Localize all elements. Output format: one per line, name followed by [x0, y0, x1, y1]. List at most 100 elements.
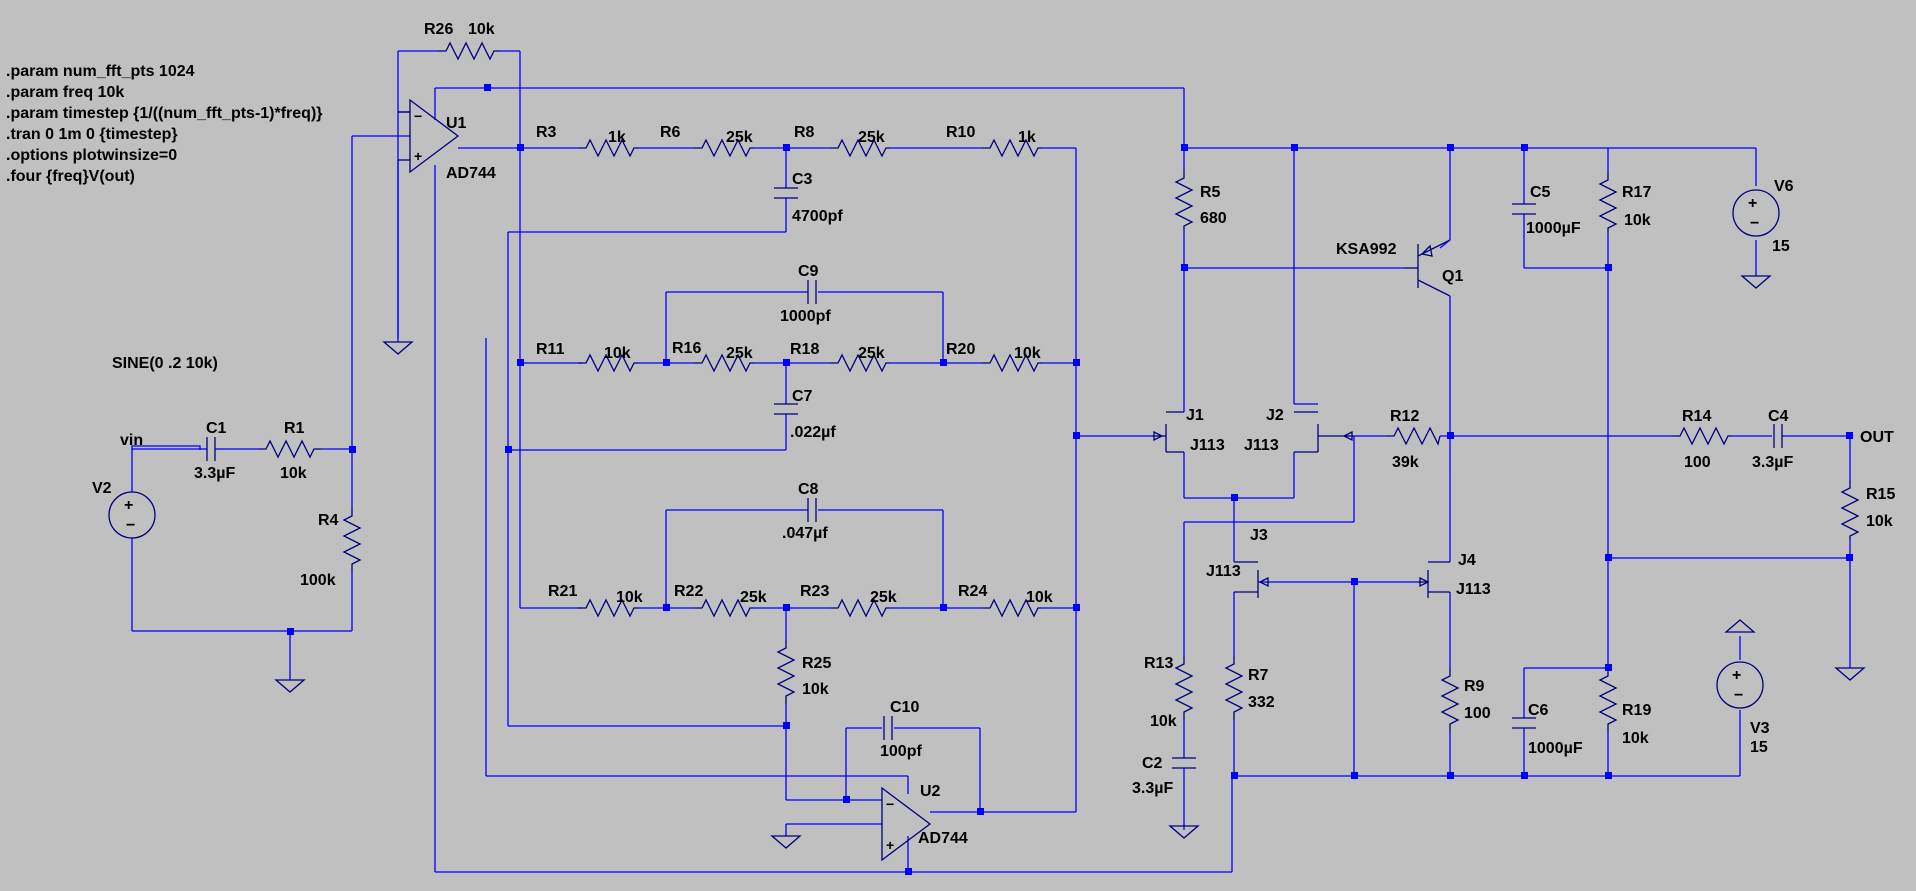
spice-directives: .param num_fft_pts 1024 .param freq 10k … — [6, 63, 323, 185]
resistor-R13-symbol[interactable] — [1174, 656, 1194, 720]
jfet-J1-symbol[interactable] — [1152, 411, 1184, 453]
ref-R4: R4 — [318, 512, 339, 529]
transistor-Q1-symbol[interactable] — [1404, 239, 1451, 297]
ref-R24: R24 — [958, 583, 987, 600]
ref-R17: R17 — [1622, 184, 1651, 201]
ref-R12: R12 — [1390, 408, 1419, 425]
resistor-R5-symbol[interactable] — [1174, 170, 1194, 230]
resistor-R22-symbol[interactable] — [694, 598, 754, 618]
value-C9: 1000pf — [780, 308, 831, 325]
ref-R15: R15 — [1866, 486, 1895, 503]
resistor-R20-symbol[interactable] — [982, 353, 1042, 373]
resistor-R18-symbol[interactable] — [830, 353, 890, 373]
source-label[interactable]: SINE(0 .2 10k) — [112, 355, 218, 372]
capacitor-C9-symbol[interactable] — [807, 280, 817, 304]
value-R18: 25k — [858, 345, 885, 362]
ref-J4: J4 — [1458, 552, 1476, 569]
resistor-R14-symbol[interactable] — [1672, 426, 1732, 446]
value-J3: J113 — [1206, 563, 1241, 580]
svg-text:+: + — [886, 837, 894, 853]
ref-R10: R10 — [946, 124, 975, 141]
jfet-J4-symbol[interactable] — [1418, 561, 1450, 598]
svg-text:−: − — [126, 517, 135, 534]
value-R17: 10k — [1624, 212, 1651, 229]
ref-C5: C5 — [1530, 184, 1551, 201]
value-C1: 3.3µF — [194, 465, 235, 482]
capacitor-C10-symbol[interactable] — [883, 716, 893, 740]
opamp-U2-symbol[interactable]: − + — [881, 786, 932, 862]
capacitor-C5-symbol[interactable] — [1512, 203, 1536, 215]
ref-C3: C3 — [792, 171, 813, 188]
resistor-R23-symbol[interactable] — [830, 598, 890, 618]
resistor-R26-symbol[interactable] — [438, 41, 500, 61]
jfet-J2-symbol[interactable] — [1294, 411, 1354, 453]
ref-C1: C1 — [206, 420, 227, 437]
capacitor-C3-symbol[interactable] — [774, 187, 798, 199]
value-R15: 10k — [1866, 513, 1893, 530]
resistor-R24-symbol[interactable] — [982, 598, 1042, 618]
ground-symbols — [274, 275, 1866, 849]
ref-J3: J3 — [1250, 527, 1268, 544]
value-C10: 100pf — [880, 743, 922, 760]
resistor-R12-symbol[interactable] — [1386, 426, 1441, 446]
resistor-R15-symbol[interactable] — [1840, 480, 1860, 540]
resistor-R4-symbol[interactable] — [342, 508, 362, 572]
resistor-R8-symbol[interactable] — [830, 138, 890, 158]
resistor-R7-symbol[interactable] — [1224, 656, 1244, 720]
resistor-R9-symbol[interactable] — [1440, 668, 1460, 732]
resistor-R6-symbol[interactable] — [694, 138, 754, 158]
ref-Q1: Q1 — [1442, 268, 1463, 285]
resistor-R17-symbol[interactable] — [1598, 172, 1618, 232]
opamp-U1-symbol[interactable]: − + — [397, 98, 460, 338]
capacitor-C8-symbol[interactable] — [807, 498, 817, 522]
value-R3: 1k — [608, 129, 626, 146]
value-Q1: KSA992 — [1336, 241, 1397, 258]
value-C5: 1000µF — [1526, 220, 1581, 237]
source-V3-symbol[interactable]: +− — [1716, 661, 1764, 709]
capacitor-C1-symbol[interactable] — [206, 437, 225, 461]
ref-C4: C4 — [1768, 408, 1789, 425]
capacitor-C2-symbol[interactable] — [1172, 757, 1196, 774]
net-label-out[interactable]: OUT — [1860, 429, 1894, 446]
resistor-R11-symbol[interactable] — [578, 353, 638, 373]
directive-1[interactable]: .param num_fft_pts 1024 — [6, 63, 195, 80]
resistor-R3-symbol[interactable] — [578, 138, 638, 158]
net-label-vin[interactable]: vin — [120, 432, 143, 449]
value-C8: .047µf — [782, 525, 828, 542]
ref-R9: R9 — [1464, 678, 1485, 695]
component-labels: R26 10k U1 AD744 R3 1k R6 25k R8 25k R10… — [92, 21, 1895, 847]
resistor-R21-symbol[interactable] — [578, 598, 638, 618]
svg-text:+: + — [1748, 195, 1757, 212]
svg-text:+: + — [124, 497, 133, 514]
directive-3[interactable]: .param timestep {1/((num_fft_pts-1)*freq… — [6, 105, 323, 122]
resistor-R1-symbol[interactable] — [258, 439, 322, 459]
value-R5: 680 — [1200, 210, 1227, 227]
ref-R19: R19 — [1622, 702, 1651, 719]
value-C6: 1000µF — [1528, 740, 1583, 757]
resistor-R25-symbol[interactable] — [776, 640, 796, 704]
value-R14: 100 — [1684, 454, 1711, 471]
directive-6[interactable]: .four {freq}V(out) — [6, 168, 135, 185]
capacitor-C7-symbol[interactable] — [774, 403, 798, 415]
ref-V2: V2 — [92, 480, 112, 497]
source-V2-symbol[interactable]: +− — [108, 491, 156, 539]
value-R6: 25k — [726, 129, 753, 146]
jfet-J3-symbol[interactable] — [1234, 561, 1269, 598]
resistor-R16-symbol[interactable] — [694, 353, 754, 373]
value-R9: 100 — [1464, 705, 1491, 722]
source-V6-symbol[interactable]: +− — [1732, 189, 1780, 237]
resistor-R10-symbol[interactable] — [982, 138, 1042, 158]
capacitor-C4-symbol[interactable] — [1773, 424, 1783, 448]
resistor-R19-symbol[interactable] — [1598, 668, 1618, 732]
value-J2: J113 — [1244, 437, 1279, 454]
ref-R18: R18 — [790, 341, 819, 358]
directive-4[interactable]: .tran 0 1m 0 {timestep} — [6, 126, 178, 143]
directive-2[interactable]: .param freq 10k — [6, 84, 124, 101]
directive-5[interactable]: .options plotwinsize=0 — [6, 147, 177, 164]
ref-J2: J2 — [1266, 407, 1284, 424]
ref-R23: R23 — [800, 583, 829, 600]
svg-text:+: + — [1732, 667, 1741, 684]
ref-J1: J1 — [1186, 407, 1204, 424]
capacitor-C6-symbol[interactable] — [1512, 717, 1536, 729]
